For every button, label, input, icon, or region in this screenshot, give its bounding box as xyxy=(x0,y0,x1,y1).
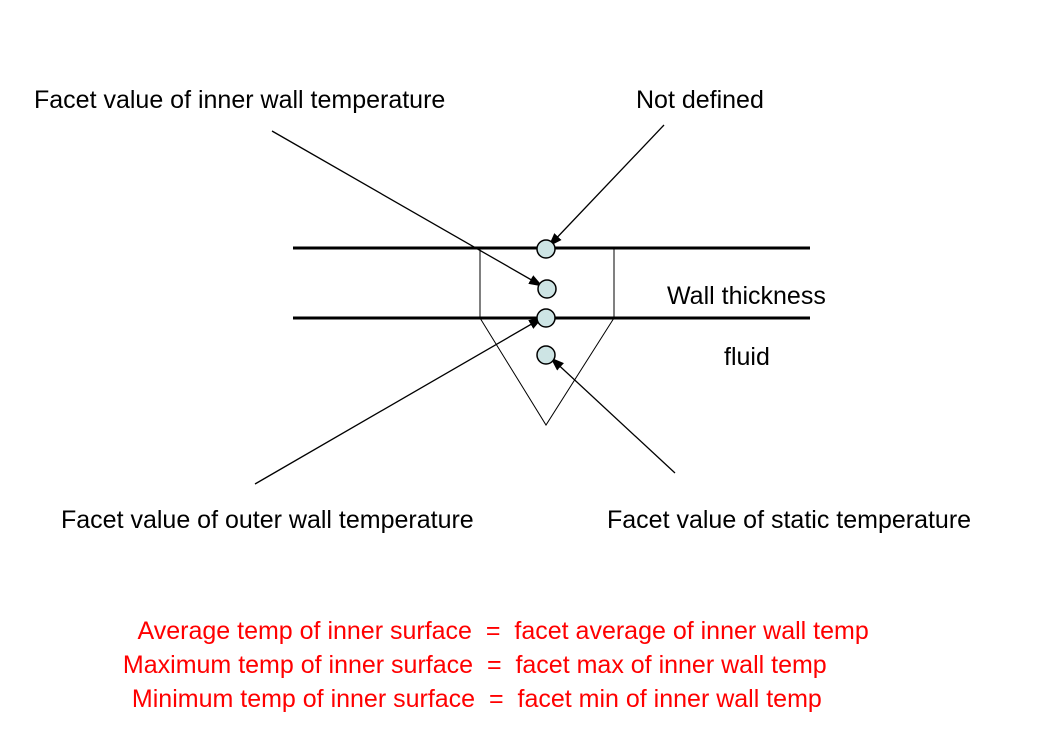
fluid-cell-outline xyxy=(479,317,615,426)
inner-wall-arrow xyxy=(271,130,543,287)
equation-minimum-left: Minimum temp of inner surface xyxy=(131,685,476,713)
equation-average-right: facet average of inner wall temp xyxy=(514,617,869,645)
equation-maximum: Maximum temp of inner surface = facet ma… xyxy=(109,628,827,678)
not-defined-label: Not defined xyxy=(636,86,764,114)
equation-minimum-eq: = xyxy=(489,685,504,713)
equation-minimum-right: facet min of inner wall temp xyxy=(517,685,822,713)
node-static xyxy=(536,345,556,365)
equation-average-left: Average temp of inner surface xyxy=(137,617,472,645)
not-defined-arrow xyxy=(548,124,665,247)
equation-maximum-eq: = xyxy=(486,651,502,679)
equation-minimum: Minimum temp of inner surface = facet mi… xyxy=(118,662,822,712)
equation-maximum-right: facet max of inner wall temp xyxy=(515,651,827,679)
static-temp-arrow xyxy=(550,357,676,474)
wall-thickness-label: Wall thickness xyxy=(667,282,826,310)
equation-average-eq: = xyxy=(485,617,501,645)
static-temperature-label: Facet value of static temperature xyxy=(607,506,972,534)
outer-wall-arrow xyxy=(254,317,543,485)
fluid-label: fluid xyxy=(724,343,770,371)
equation-average: Average temp of inner surface = facet av… xyxy=(125,594,869,644)
node-inner-wall xyxy=(537,279,557,299)
inner-wall-temperature-label: Facet value of inner wall temperature xyxy=(34,86,446,114)
node-outer-wall xyxy=(536,308,556,328)
equation-maximum-left: Maximum temp of inner surface xyxy=(122,651,474,679)
outer-wall-temperature-label: Facet value of outer wall temperature xyxy=(61,506,474,534)
node-outer-surface xyxy=(536,239,556,259)
